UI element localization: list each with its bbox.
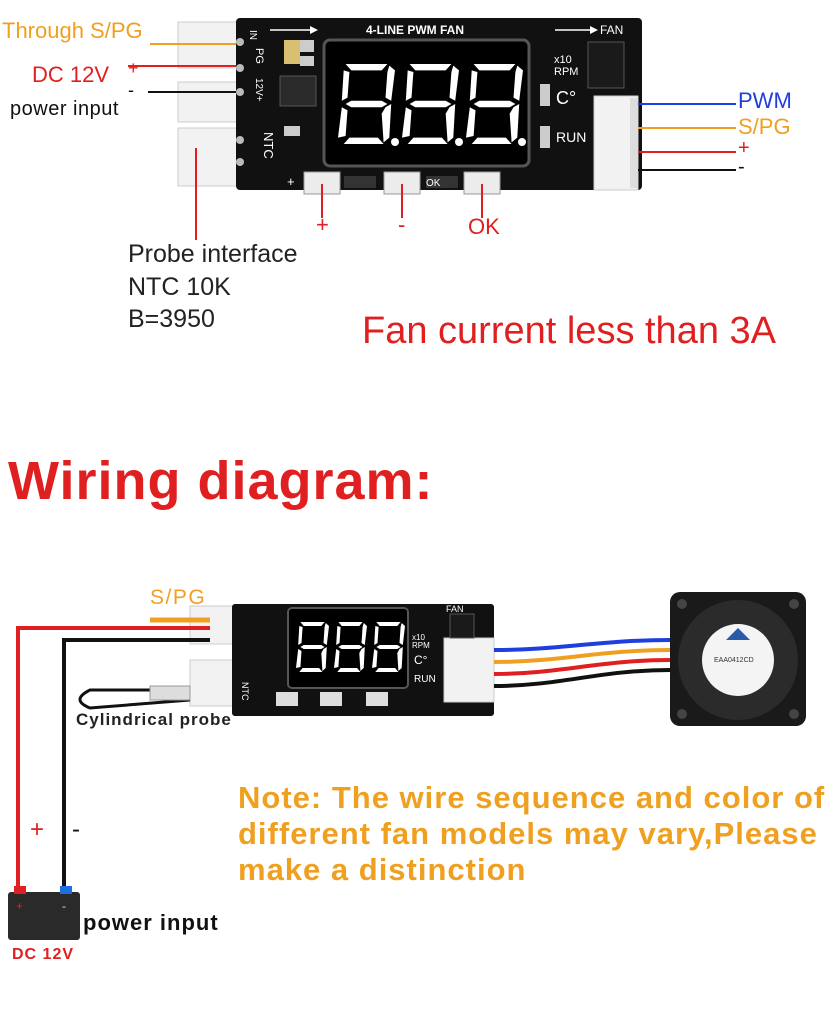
board-rpm-label: RPM xyxy=(554,66,578,78)
board-plus-label: + xyxy=(287,174,295,189)
svg-text:+: + xyxy=(16,899,23,913)
bottom-board-fan: FAN xyxy=(446,604,464,614)
probe-interface-label: Probe interface xyxy=(128,240,298,268)
board-run-label: RUN xyxy=(556,129,586,145)
bottom-board-run: RUN xyxy=(414,674,436,685)
pwm-output-label: PWM xyxy=(738,88,792,113)
bottom-board-x10: x10 xyxy=(412,633,425,642)
bottom-board-ntc: NTC xyxy=(240,682,250,701)
board-ntc-label: NTC xyxy=(261,132,276,159)
bottom-spg-label: S/PG xyxy=(150,586,207,609)
top-board xyxy=(177,18,642,195)
board-celsius-label: C° xyxy=(556,88,576,108)
seven-segment-display xyxy=(338,64,526,146)
bottom-board-celsius: C° xyxy=(414,653,428,667)
bottom-board-rpm: RPM xyxy=(412,641,430,650)
board-title: 4-LINE PWM FAN xyxy=(366,23,464,37)
probe-ntc-label: NTC 10K xyxy=(128,273,231,301)
board-in-label: IN xyxy=(247,30,258,40)
plus-button-label: + xyxy=(316,212,329,237)
bottom-plus-label: + xyxy=(30,816,45,843)
wire-sequence-note: Note: The wire sequence and color of dif… xyxy=(238,780,826,887)
svg-text:-: - xyxy=(62,899,66,913)
bottom-minus-label: - xyxy=(72,816,80,843)
board-x10-label: x10 xyxy=(554,54,572,66)
bottom-dc-12v-label: DC 12V xyxy=(12,946,75,963)
cooling-fan: EAA0412CD xyxy=(670,592,806,726)
minus-output-label: - xyxy=(738,156,745,178)
board-12v-label: 12V+ xyxy=(253,78,264,102)
board-fan-label: FAN xyxy=(600,23,623,37)
input-plus-label: + xyxy=(128,58,139,78)
through-spg-label: Through S/PG xyxy=(2,18,143,43)
board-ok-label: OK xyxy=(426,178,441,189)
fan-current-note: Fan current less than 3A xyxy=(362,310,776,352)
ok-button-label: OK xyxy=(468,214,500,239)
battery: + - xyxy=(8,886,80,940)
spg-output-label: S/PG xyxy=(738,114,791,139)
board-pg-label: PG xyxy=(253,48,265,64)
bottom-board xyxy=(189,604,495,716)
wiring-diagram-title: Wiring diagram: xyxy=(8,451,434,511)
input-minus-label: - xyxy=(128,80,134,100)
dc-12v-label: DC 12V xyxy=(32,62,110,87)
bottom-power-input-label: power input xyxy=(83,910,219,935)
cylindrical-probe-label: Cylindrical probe xyxy=(76,710,232,729)
minus-button-label: - xyxy=(398,212,406,237)
fan-label-model: EAA0412CD xyxy=(714,657,754,664)
plus-output-label: + xyxy=(738,137,750,159)
bottom-wires xyxy=(16,617,671,890)
probe-b-value-label: B=3950 xyxy=(128,305,215,333)
power-input-label: power input xyxy=(10,98,119,120)
top-callout-lines xyxy=(128,43,736,240)
